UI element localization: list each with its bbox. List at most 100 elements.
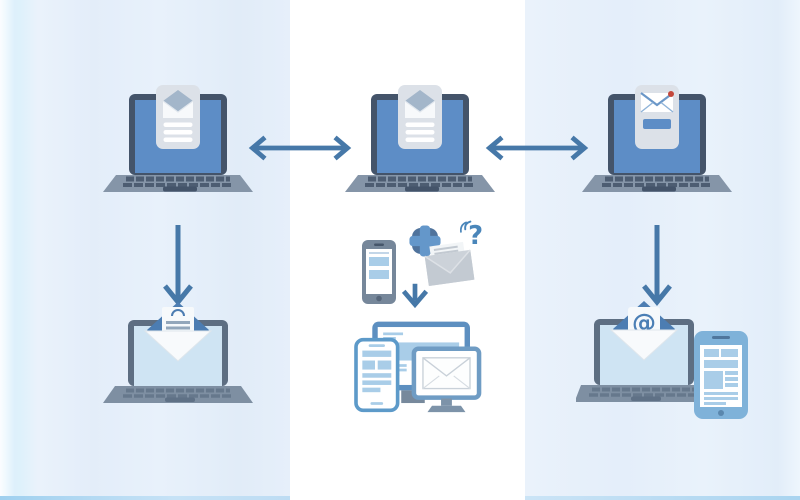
content-line [704,402,726,405]
email-document-card-icon [398,85,442,149]
content-block [704,371,723,389]
envelope-tilted [424,241,475,287]
envelope-fold-line [404,100,436,113]
question-icon: ? [459,220,483,251]
content-line [383,332,404,336]
content-line [704,392,738,395]
down-arrow [163,225,193,306]
content-block [721,349,738,357]
envelope-front-fold [143,330,213,362]
question-ring-mark [464,220,472,231]
double-arrow [485,135,589,161]
monitor-stand-foot [427,405,466,413]
opened-envelope-at-icon: @ [609,301,679,361]
content-line [704,397,738,400]
content-block [369,270,389,279]
text-line [163,137,193,142]
device-group-center [354,321,482,413]
document-line [166,321,190,324]
content-banner [704,360,738,368]
arrow-bidirectional-center-right [485,135,589,161]
arrow-down-right [642,225,672,306]
content-header [362,350,392,357]
bottom-accent-strip-right [525,496,800,500]
tablet [694,331,748,419]
laptop-bottom-left [103,302,253,403]
content-line [725,383,738,387]
envelope-body [163,101,193,118]
content-line [362,380,392,385]
letter-line [434,249,459,255]
background-panel-middle [290,0,525,500]
content-block [369,257,389,266]
tablet-home-button [718,410,724,416]
trackpad [163,186,197,192]
laptop-top-right [582,85,732,192]
monitor-stand-neck [441,398,452,406]
text-line [163,130,193,135]
double-arrow [248,135,352,161]
envelope-icon [424,241,475,287]
email-document-card-icon [156,85,200,149]
content-block [362,360,375,370]
trackpad [642,186,676,192]
plus-horizontal-bar [409,235,441,247]
text-line [163,122,193,127]
notification-dot [668,91,674,97]
envelope-fold-line [640,101,654,113]
envelope-flap-line [640,92,674,107]
envelope-fold-line [453,375,471,389]
content-block [704,349,719,357]
phone-speaker [374,243,384,246]
envelope-front-fold [609,329,679,361]
phone-speaker [368,344,385,347]
envelope-front [424,249,475,287]
envelope-on-screen [422,357,471,390]
question-ring-mark [459,221,467,233]
envelope-fold-line [422,375,440,389]
background-panel-left [0,0,290,500]
envelope-fold-line [660,101,674,113]
content-line [362,373,392,378]
screen-header-line [369,252,389,254]
envelope-body [405,101,435,118]
background-panel-right [525,0,800,500]
content-line [362,387,381,393]
opened-envelope-letter-icon [143,302,213,362]
arrow-down-small [401,283,429,309]
arrow-bidirectional-left-center [248,135,352,161]
envelope-flap-line [422,357,471,377]
laptop-bottom-right-group: @ [576,301,748,419]
down-arrow [642,225,672,306]
new-email-notification-card-icon [635,85,679,149]
document-line [166,326,190,330]
text-line [405,137,435,142]
plus-icon [409,225,441,257]
content-block [377,360,392,370]
phone-home-button [376,295,382,302]
text-line [405,122,435,127]
text-line [405,130,435,135]
arrow-down-left [163,225,193,306]
envelope-fold-line [162,100,194,113]
laptop-bottom-right: @ [576,301,719,402]
content-line [725,377,738,381]
bottom-accent-strip-left [0,496,290,500]
down-arrow [401,283,429,309]
question-mark-glyph: ? [468,221,483,251]
laptop-top-left [103,85,253,192]
content-line [725,371,738,375]
letter-line [433,245,458,251]
front-phone [354,337,400,413]
phone-home-bar [370,402,384,405]
action-bar [643,119,671,129]
envelope-fold-line [424,249,471,274]
document-mark [171,309,185,317]
front-monitor [411,346,482,413]
trackpad [165,397,195,402]
trackpad [631,396,661,401]
trackpad [405,186,439,192]
tablet-speaker [712,336,730,339]
laptop-top-center [345,85,495,192]
